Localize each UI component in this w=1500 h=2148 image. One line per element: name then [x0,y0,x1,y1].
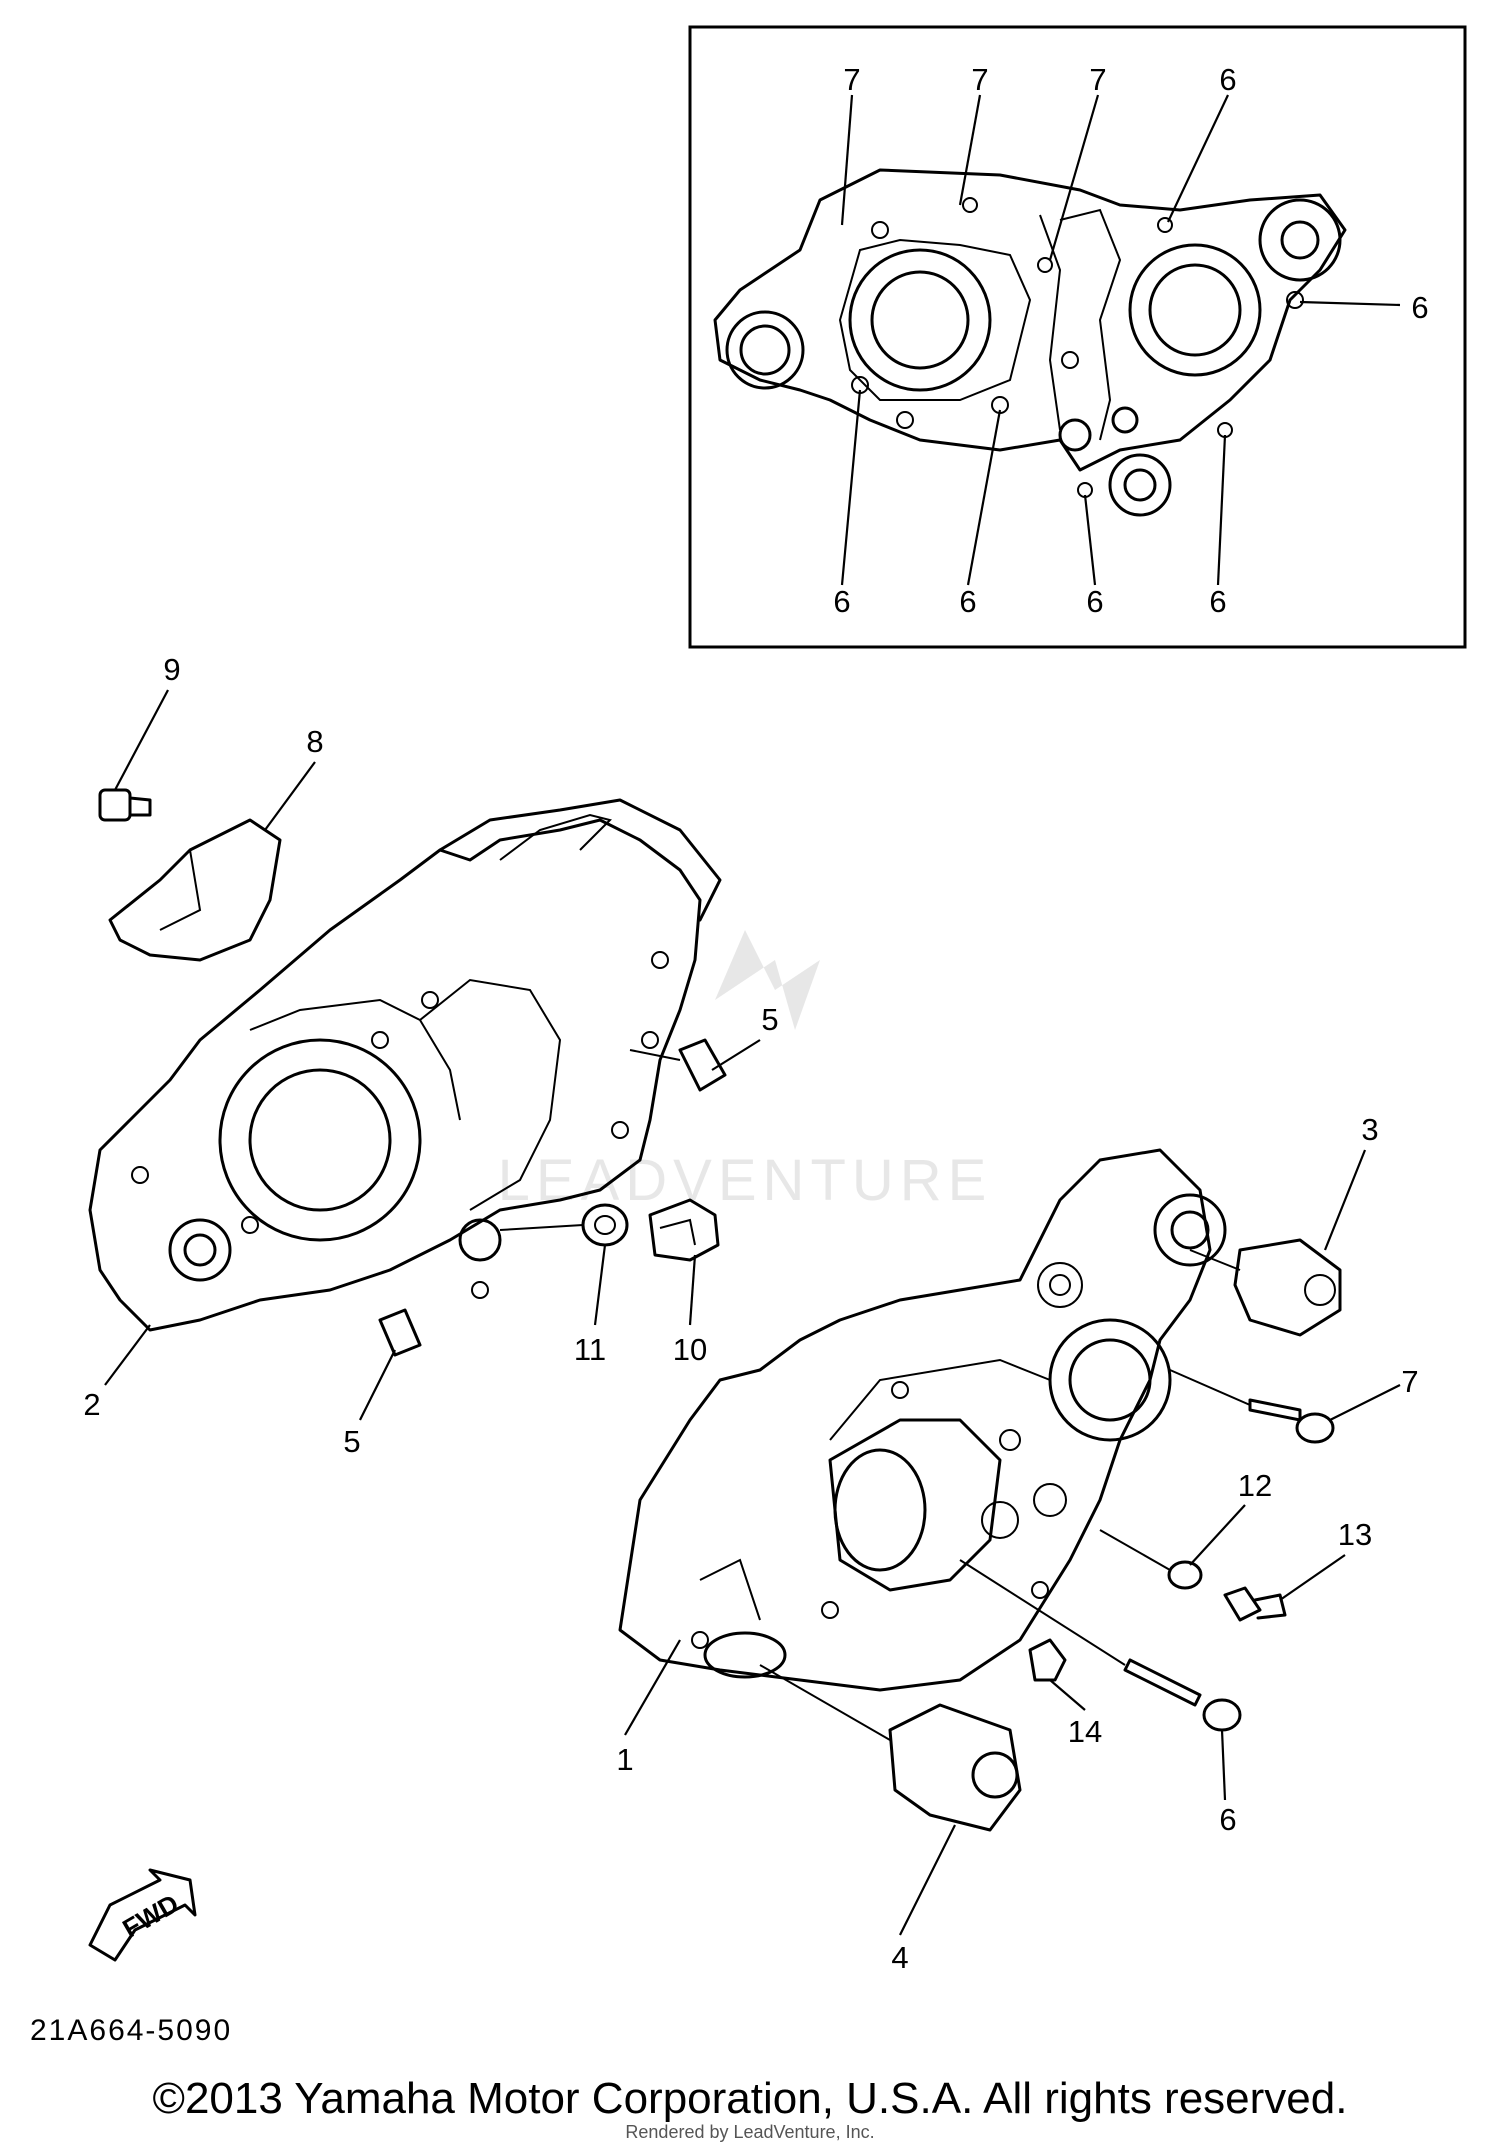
callout-11: 11 [574,1332,606,1367]
callout-14: 14 [1068,1714,1102,1749]
nut-part-14 [1028,1638,1067,1682]
bolt-part-13 [1223,1586,1287,1622]
main-leaders [104,689,1401,1936]
callout-3: 3 [1361,1112,1378,1147]
dowel-part-5-upper [629,1038,727,1092]
inset-crankcase-drawing [713,168,1347,517]
callout-8: 8 [306,724,323,759]
inset-callout-6: 6 [1086,584,1103,619]
inset-callout-6: 6 [1209,584,1226,619]
bolt-part-6 [959,1559,1242,1732]
inset-callout-6: 6 [1219,62,1236,97]
callout-9: 9 [163,652,180,687]
callout-10: 10 [673,1332,707,1367]
inset-callout-7: 7 [843,62,860,97]
forward-arrow-icon: FWD [88,1868,197,1962]
callout-5-lower: 5 [343,1424,360,1459]
bolt-part-7 [1169,1369,1335,1444]
inset-callout-6: 6 [959,584,976,619]
callout-4: 4 [891,1940,908,1975]
watermark-text: LEADVENTURE [498,1148,993,1213]
inset-callout-7: 7 [1089,62,1106,97]
inset-frame [688,25,1467,649]
callout-1: 1 [616,1742,633,1777]
callout-5-upper: 5 [761,1002,778,1037]
crankcase-left-half [88,798,722,1332]
bushing-part-4 [759,1664,1022,1832]
inset-callout-7: 7 [971,62,988,97]
bushing-part-3 [1189,1238,1342,1337]
callout-12: 12 [1238,1468,1272,1503]
bolt-part-9 [98,788,152,822]
crankcase-right-half [618,1148,1227,1692]
diagram-part-code: 21A664-5090 [30,2014,232,2047]
callout-6: 6 [1219,1802,1236,1837]
rendered-by-notice: Rendered by LeadVenture, Inc. [625,2122,875,2142]
inset-crankcase-view: 7 7 7 6 6 6 6 6 6 [688,25,1467,649]
plug-part-10 [648,1198,720,1262]
callout-7: 7 [1401,1364,1418,1399]
leadventure-watermark: LEADVENTURE [498,930,993,1213]
inset-callout-6: 6 [833,584,850,619]
callout-2: 2 [83,1387,100,1422]
inset-leaders [840,94,1401,586]
callout-13: 13 [1338,1517,1372,1552]
washer-part-12 [1099,1529,1203,1590]
copyright-notice: ©2013 Yamaha Motor Corporation, U.S.A. A… [152,2074,1348,2123]
dowel-part-5-lower [378,1308,422,1357]
inset-callout-6: 6 [1411,290,1428,325]
bracket-part-8 [108,818,282,962]
